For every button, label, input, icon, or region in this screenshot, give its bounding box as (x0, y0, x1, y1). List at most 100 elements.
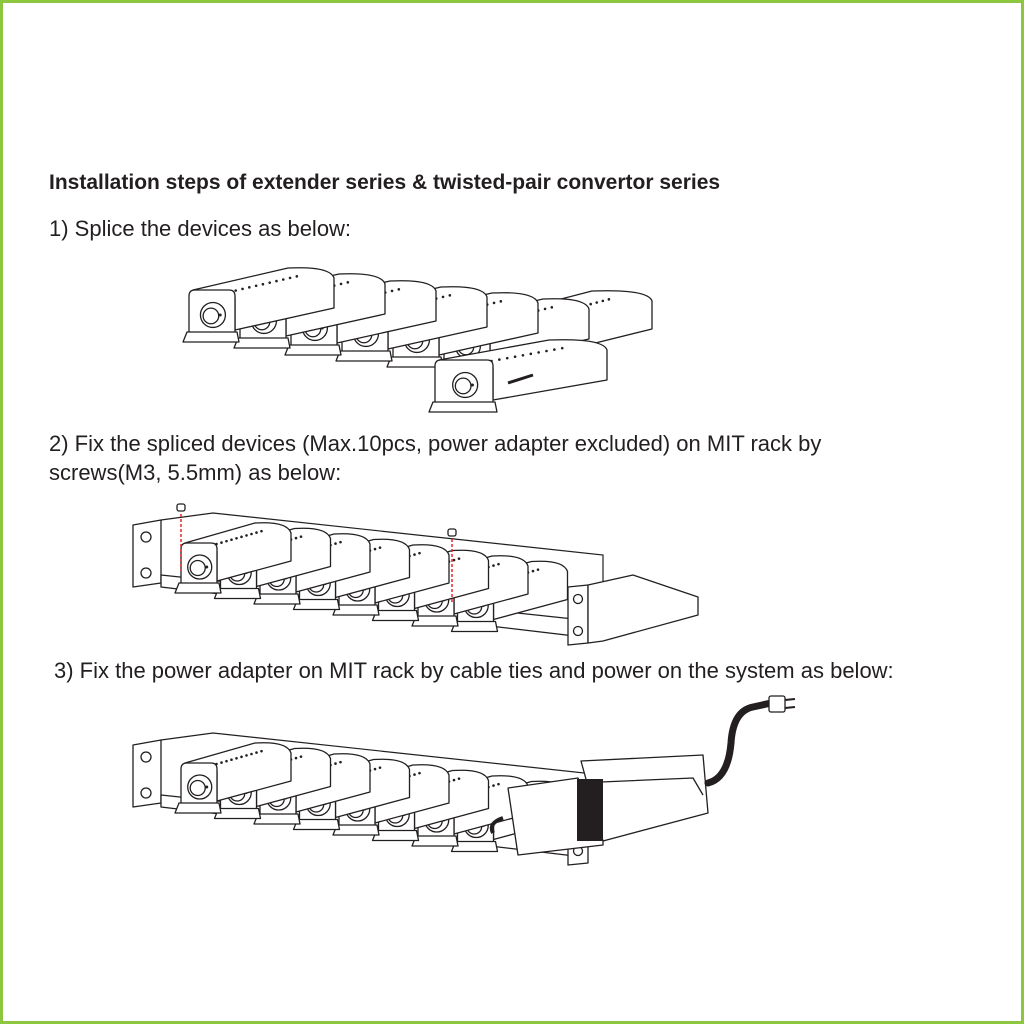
step-2-text-line2: screws(M3, 5.5mm) as below: (49, 460, 342, 485)
vent-dot (497, 562, 500, 566)
device-module (182, 267, 335, 343)
vent-dot (248, 286, 251, 289)
vent-dot (275, 279, 278, 283)
vent-dot (339, 540, 342, 544)
vent-dot (529, 352, 533, 356)
vent-dot (601, 299, 605, 303)
vent-dot (220, 541, 223, 544)
bnc-connector-icon (202, 307, 220, 325)
vent-dot (378, 766, 382, 769)
screw-icon (176, 503, 186, 512)
vent-dot (230, 758, 233, 762)
vent-dot (499, 300, 503, 303)
mount-hole (572, 625, 584, 637)
vent-dot (373, 767, 377, 771)
vent-dot (235, 756, 238, 760)
step-1-figure (182, 267, 653, 413)
vent-dot (241, 287, 244, 291)
vent-dot (268, 281, 271, 284)
vent-dot (234, 289, 238, 292)
vent-dot (378, 546, 382, 549)
vent-dot (397, 288, 401, 291)
step-3-figure (132, 695, 796, 866)
vent-dot (513, 355, 517, 359)
vent-dot (521, 353, 525, 357)
bnc-pin (218, 313, 222, 317)
vent-dot (339, 282, 343, 286)
vent-dot (589, 302, 592, 306)
vent-dot (294, 756, 298, 760)
mount-hole (140, 787, 152, 799)
screw-icon (447, 528, 457, 537)
cable-tie (577, 779, 603, 841)
power-cable (704, 699, 775, 787)
vent-dot (452, 778, 456, 782)
step-3-text: 3) Fix the power adapter on MIT rack by … (54, 658, 894, 683)
bnc-connector-icon (189, 559, 206, 577)
device-module (428, 339, 608, 413)
vent-dot (536, 568, 540, 571)
vent-dot (225, 759, 228, 763)
device-base (233, 337, 291, 349)
vent-dot (448, 294, 452, 297)
vent-dot (550, 306, 554, 309)
vent-dot (240, 755, 243, 759)
device-module (174, 742, 292, 814)
vent-dot (225, 539, 228, 543)
device-base (182, 331, 240, 343)
bnc-pin (205, 785, 209, 789)
adapter-top-edge (577, 777, 704, 796)
bnc-connector-icon (454, 377, 472, 395)
vent-dot (250, 532, 253, 536)
device-base (428, 401, 498, 413)
device-module (174, 522, 292, 594)
vent-dot (492, 784, 495, 787)
mount-hole (140, 751, 152, 763)
mount-hole (140, 531, 152, 543)
vent-dot (607, 298, 611, 301)
bnc-pin (470, 383, 474, 387)
vent-dot (418, 551, 421, 555)
vent-dot (505, 356, 509, 360)
rack-tray (587, 574, 699, 644)
step-1-text: 1) Splice the devices as below: (49, 216, 352, 241)
vent-dot (498, 358, 501, 361)
vent-dot (413, 773, 416, 776)
vent-dot (261, 282, 265, 286)
vent-dot (254, 284, 258, 288)
step-2-figure (132, 503, 699, 646)
plug-prong (784, 698, 796, 701)
vent-dot (235, 536, 238, 540)
vent-dot (537, 351, 540, 354)
vent-dot (373, 547, 377, 551)
vent-dot (560, 346, 564, 350)
page-title: Installation steps of extender series & … (49, 171, 721, 194)
mount-hole (572, 593, 584, 605)
vent-dot (260, 749, 263, 753)
vent-dot (545, 349, 548, 353)
device-base (174, 582, 222, 594)
vent-dot (294, 536, 298, 540)
device-base (174, 802, 222, 814)
vent-dot (299, 755, 303, 758)
bnc-pin (205, 565, 209, 569)
vent-dot (288, 276, 292, 280)
vent-dot (255, 751, 258, 754)
step-2-text-line1: 2) Fix the spliced devices (Max.10pcs, p… (49, 431, 822, 456)
vent-dot (250, 752, 253, 756)
vent-dot (543, 307, 547, 311)
vent-dot (553, 348, 556, 351)
vent-dot (260, 529, 263, 533)
vent-dot (346, 281, 350, 284)
mount-hole (140, 567, 152, 579)
vent-dot (531, 569, 535, 573)
vent-dot (281, 278, 285, 281)
vent-dot (457, 777, 461, 780)
device-base (335, 350, 393, 362)
vent-dot (492, 564, 495, 567)
power-plug-icon (768, 695, 786, 713)
vent-dot (240, 535, 243, 539)
installation-illustrations (132, 267, 796, 866)
vent-dot (595, 301, 599, 304)
